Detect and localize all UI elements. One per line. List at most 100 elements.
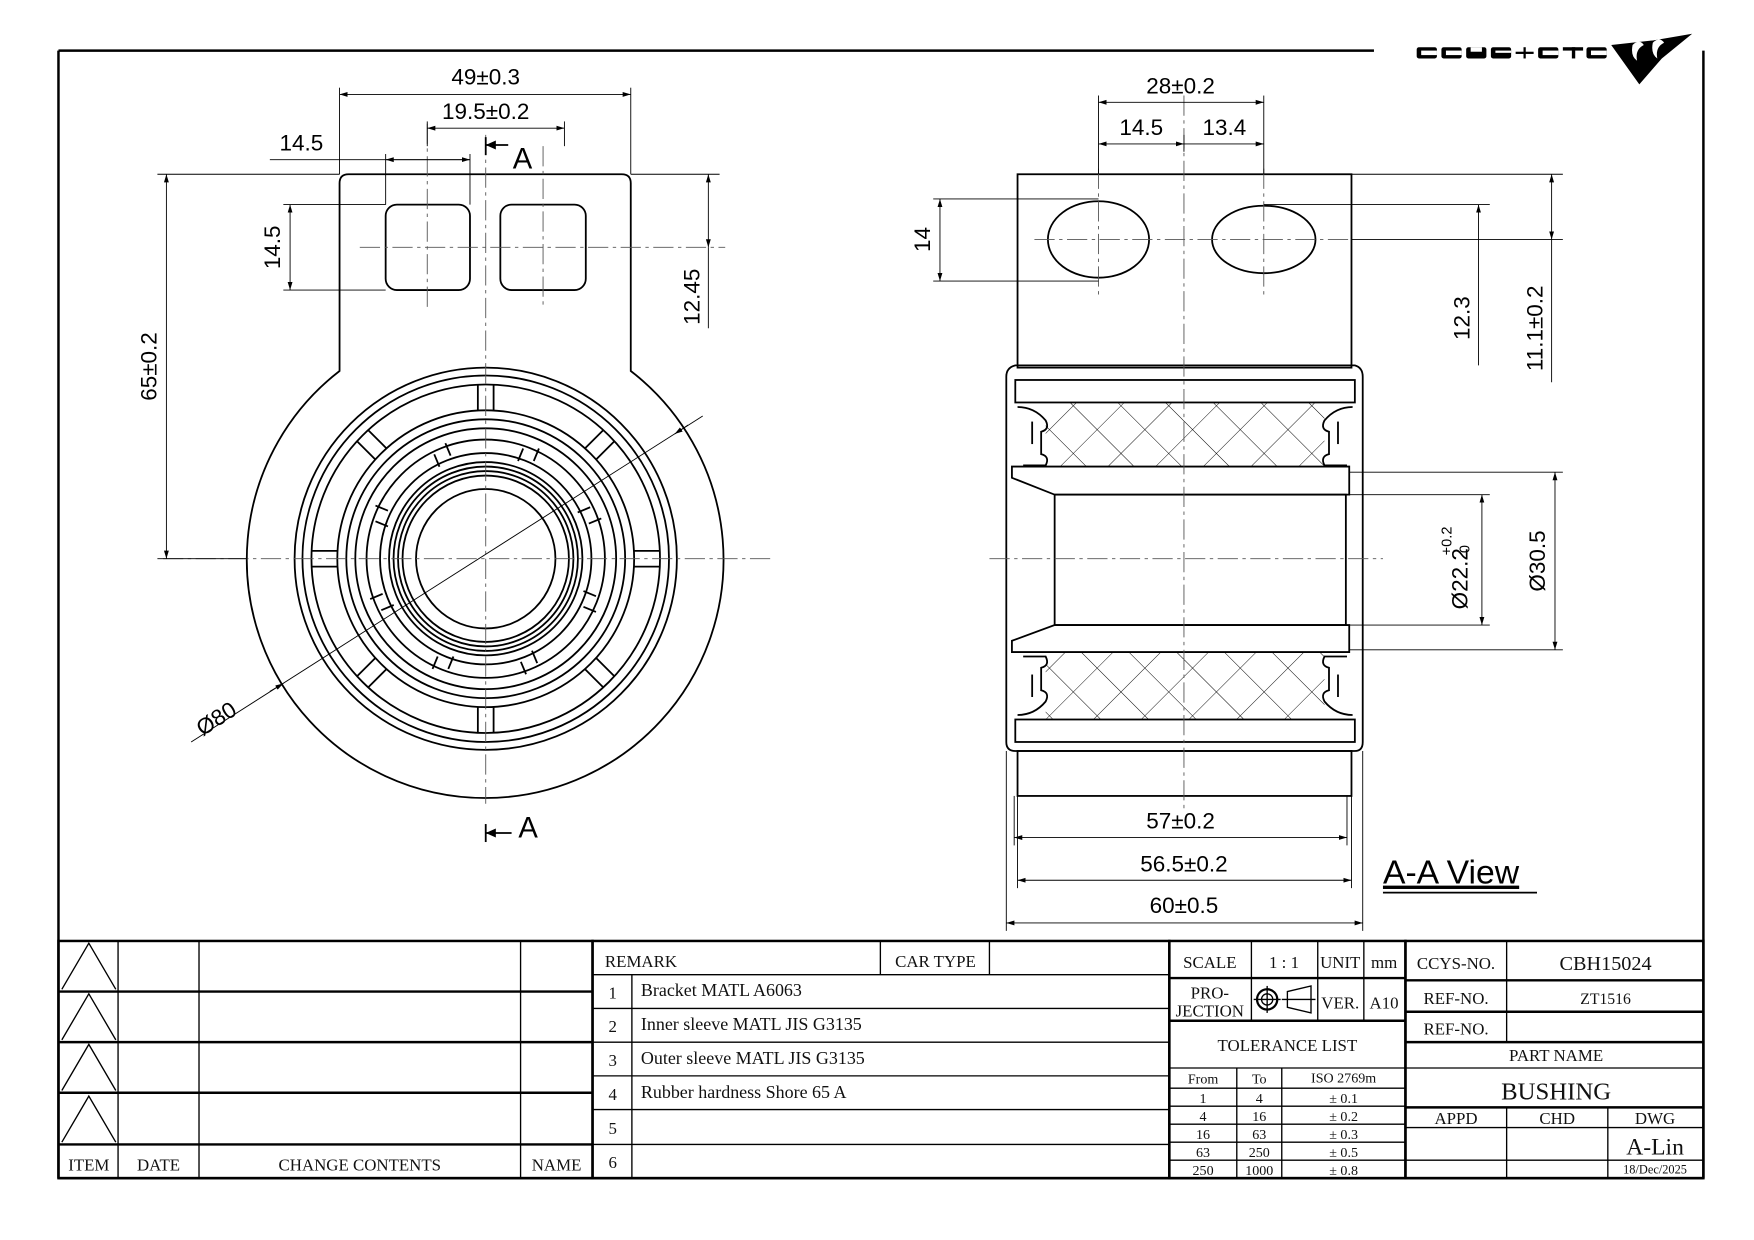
dim-slot-left: 14.5	[1119, 115, 1163, 140]
rib-line	[356, 657, 376, 678]
drawing-date: 18/Dec/2025	[1623, 1163, 1687, 1177]
dim-hole-height: 14.5	[260, 225, 285, 269]
remark-row-number: 2	[609, 1017, 617, 1036]
tol-header-iso: ISO 2769m	[1311, 1071, 1376, 1087]
remark-row-number: 1	[609, 983, 617, 1002]
projection-label-1: PRO-	[1191, 983, 1229, 1002]
header-item: ITEM	[68, 1155, 109, 1174]
dim-slot-height: 14	[910, 227, 935, 252]
remark-row-text: Inner sleeve MATL JIS G3135	[641, 1014, 862, 1034]
header-name: NAME	[532, 1155, 582, 1174]
ref-no-value-1: ZT1516	[1580, 991, 1631, 1008]
rib-line	[367, 429, 387, 449]
dim-hole-width: 14.5	[279, 131, 323, 156]
front-view	[163, 123, 771, 804]
remark-row-text: Rubber hardness Shore 65 A	[641, 1082, 847, 1102]
revision-table: ITEM DATE CHANGE CONTENTS NAME	[57, 939, 594, 1180]
section-mark-bottom: A	[518, 813, 538, 845]
rib-line	[444, 442, 452, 456]
tolerance-cell: 1	[1200, 1091, 1207, 1107]
dwg-value: A-Lin	[1626, 1135, 1684, 1161]
tolerance-cell: ± 0.2	[1329, 1109, 1358, 1125]
section-mark-top: A	[513, 144, 533, 176]
dim-overall-width: 49±0.3	[451, 64, 520, 89]
rib-line	[583, 590, 597, 597]
rib-line	[595, 657, 616, 678]
remark-row-number: 3	[609, 1051, 617, 1070]
remark-row-number: 4	[609, 1085, 618, 1104]
dim-bore-tol-upper: +0.2	[1440, 527, 1456, 556]
remarks-table: REMARK CAR TYPE 1 Bracket MATL A6063 2 Inne…	[591, 939, 1171, 1180]
tolerance-cell: 63	[1252, 1127, 1266, 1143]
rib-line	[375, 520, 389, 528]
rib-line	[447, 656, 455, 670]
remark-row-text: Outer sleeve MATL JIS G3135	[641, 1048, 865, 1068]
car-type-label: CAR TYPE	[895, 952, 976, 971]
version-label: VER.	[1321, 993, 1359, 1012]
unit-value: mm	[1371, 953, 1397, 972]
tolerance-cell: 16	[1196, 1127, 1210, 1143]
dim-slot-pitch: 28±0.2	[1146, 73, 1215, 98]
header-change-contents: CHANGE CONTENTS	[279, 1155, 442, 1174]
rib-line	[520, 661, 527, 675]
scale-tolerance-block: SCALE 1 : 1 UNIT mm PRO- JECTION VER. A1…	[1168, 939, 1407, 1180]
remark-row-text: Bracket MATL A6063	[641, 980, 802, 1000]
ccys-no-value: CBH15024	[1560, 953, 1652, 975]
dim-slot-center: 12.3	[1450, 296, 1475, 340]
scale-label: SCALE	[1183, 953, 1236, 972]
dim-hole-pitch: 19.5±0.2	[442, 99, 529, 124]
tolerance-cell: 1000	[1245, 1163, 1273, 1179]
rib-line	[595, 440, 616, 460]
tol-header-from: From	[1188, 1072, 1219, 1088]
tolerance-cell: 250	[1193, 1163, 1214, 1179]
remark-row-number: 5	[609, 1119, 617, 1138]
remark-header: REMARK	[605, 952, 677, 971]
dim-length-1: 57±0.2	[1146, 809, 1215, 834]
tolerance-cell: ± 0.1	[1329, 1091, 1358, 1107]
projection-label-2: JECTION	[1176, 1001, 1244, 1020]
dim-diameter: Ø80	[192, 697, 241, 741]
view-label: A-A View	[1383, 854, 1520, 892]
ref-no-label-1: REF-NO.	[1423, 989, 1488, 1008]
rib-line	[431, 656, 439, 670]
ref-no-label-2: REF-NO.	[1423, 1019, 1488, 1038]
dim-bore: Ø22.2	[1447, 548, 1472, 609]
version-value: A10	[1370, 993, 1399, 1012]
rib-line	[356, 440, 376, 460]
company-logo	[1416, 33, 1693, 85]
tolerance-cell: ± 0.3	[1329, 1127, 1358, 1143]
chd-label: CHD	[1539, 1109, 1575, 1128]
rib-line	[583, 605, 597, 613]
part-name-label: PART NAME	[1509, 1046, 1603, 1065]
revision-triangles	[61, 941, 117, 1143]
rib-line	[584, 668, 605, 689]
section-view	[989, 95, 1383, 810]
section-view-dimensions: 28±0.2 14.5 13.4 14 12.3 11.1±0.2 Ø22.2 …	[910, 73, 1563, 931]
rib-line	[367, 668, 387, 689]
rib-line	[433, 453, 441, 468]
appd-label: APPD	[1434, 1109, 1477, 1128]
dim-height: 65±0.2	[136, 332, 161, 401]
scale-value: 1 : 1	[1269, 953, 1299, 972]
dim-block-height: 11.1±0.2	[1523, 285, 1548, 371]
rib-line	[588, 517, 602, 525]
tolerance-cell: 63	[1196, 1145, 1210, 1161]
tolerance-cell: ± 0.5	[1329, 1145, 1358, 1161]
part-info-block: CCYS-NO. CBH15024 REF-NO. ZT1516 REF-NO.…	[1404, 939, 1705, 1180]
remark-row-number: 6	[609, 1153, 617, 1172]
tolerance-cell: 4	[1256, 1091, 1263, 1107]
rib-line	[577, 506, 591, 514]
tolerance-cell: 4	[1200, 1109, 1207, 1125]
rib-line	[517, 448, 524, 462]
tolerance-cell: 16	[1252, 1109, 1266, 1125]
dim-length-2: 56.5±0.2	[1140, 851, 1227, 876]
dwg-label: DWG	[1635, 1109, 1675, 1128]
rib-line	[369, 593, 383, 600]
unit-label: UNIT	[1320, 953, 1361, 972]
dim-inner-sleeve: Ø30.5	[1525, 530, 1550, 591]
dim-hole-center: 12.45	[679, 269, 704, 325]
ccys-no-label: CCYS-NO.	[1417, 954, 1495, 973]
rib-line	[532, 448, 540, 462]
tol-header-to: To	[1252, 1072, 1267, 1088]
